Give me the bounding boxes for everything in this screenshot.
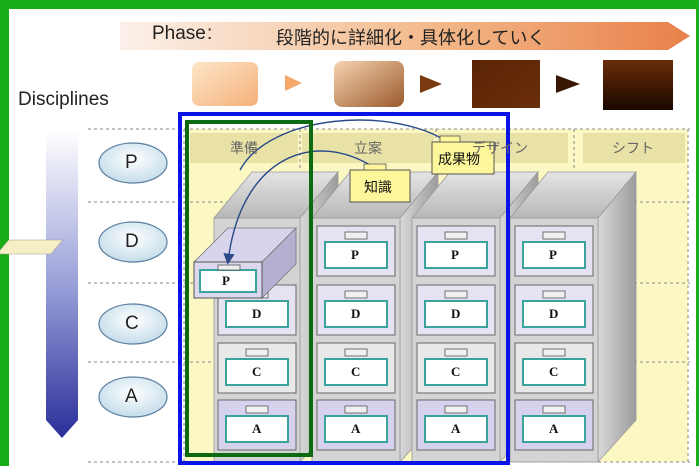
- oval-a: [98, 376, 168, 418]
- phase-cell-2-bg: [302, 133, 434, 163]
- phase-square-2: [334, 61, 404, 107]
- disciplines-label: Disciplines: [18, 89, 109, 110]
- drawer-c-cabinet-1: [217, 342, 297, 394]
- callout-deliverables-tab: [439, 135, 461, 143]
- drawer-label: D: [351, 306, 361, 321]
- phase-step-arrow-2: [420, 75, 442, 93]
- phase-square-1: [192, 62, 258, 106]
- flow-arrow-deliverables: [239, 119, 449, 171]
- oval-p: [98, 142, 168, 184]
- drawer-c-cabinet-3: [416, 342, 496, 394]
- open-drawer: [0, 227, 297, 299]
- phase-label: Phase: [152, 23, 206, 44]
- phase-step-arrow-1: [285, 75, 302, 91]
- phase-cell-1-bg: [190, 133, 298, 163]
- callout-deliverables-box: [431, 141, 495, 175]
- drawer-a-cabinet-2: [316, 399, 396, 451]
- phase-arrow: [120, 22, 690, 50]
- phase-colon: :: [207, 23, 213, 44]
- phase-square-3: [472, 60, 540, 108]
- green-highlight-box: [185, 120, 313, 457]
- drawer-label: C: [252, 364, 262, 379]
- oval-c-label: C: [125, 313, 139, 334]
- oval-a-label: A: [125, 386, 138, 407]
- drawer-label: D: [451, 306, 461, 321]
- phase-cell-4: シフト: [612, 141, 654, 157]
- callout-knowledge-label: 知識: [364, 180, 392, 196]
- drawer-a-cabinet-4: [514, 399, 594, 451]
- drawer-c-cabinet-4: [514, 342, 594, 394]
- drawer-label: P: [549, 247, 557, 262]
- oval-p-label: P: [125, 152, 138, 173]
- drawer-label: C: [549, 364, 559, 379]
- drawer-label: P: [351, 247, 359, 262]
- flow-arrow-knowledge: [223, 150, 371, 265]
- oval-d: [98, 221, 168, 263]
- drawer-a-cabinet-1: [217, 399, 297, 451]
- oval-c: [98, 303, 168, 345]
- drawer-label: A: [351, 421, 361, 436]
- callout-deliverables-label: 成果物: [438, 152, 480, 168]
- disciplines-arrow: [46, 130, 78, 438]
- open-drawer-label: P: [222, 273, 230, 288]
- drawer-label: D: [252, 306, 262, 321]
- drawer-p-cabinet-2: [316, 225, 396, 277]
- phase-cell-1: 準備: [230, 141, 258, 157]
- phase-cell-4-bg: [583, 133, 685, 163]
- blue-highlight-box: [178, 112, 510, 465]
- phase-step-arrow-3: [556, 75, 580, 93]
- drawer-label: P: [451, 247, 459, 262]
- drawer-a-cabinet-3: [416, 399, 496, 451]
- phase-square-4: [603, 60, 673, 110]
- drawer-label: A: [549, 421, 559, 436]
- phase-cell-2: 立案: [354, 141, 382, 157]
- oval-d-label: D: [125, 231, 139, 252]
- drawer-label: C: [351, 364, 361, 379]
- drawer-label: A: [252, 421, 262, 436]
- callout-knowledge-tab: [363, 163, 387, 171]
- drawer-c-cabinet-2: [316, 342, 396, 394]
- drawer-layer: [217, 225, 594, 451]
- phase-cell-3: デザイン: [472, 141, 528, 157]
- drawer-d-cabinet-4: [514, 284, 594, 336]
- drawer-label: C: [451, 364, 461, 379]
- drawer-label: A: [451, 421, 461, 436]
- drawer-p-cabinet-4: [514, 225, 594, 277]
- drawer-d-cabinet-2: [316, 284, 396, 336]
- drawer-p-cabinet-3: [416, 225, 496, 277]
- drawer-d-cabinet-1: [217, 284, 297, 336]
- drawer-d-cabinet-3: [416, 284, 496, 336]
- phase-description: 段階的に詳細化・具体化していく: [276, 28, 546, 49]
- drawer-label: D: [549, 306, 559, 321]
